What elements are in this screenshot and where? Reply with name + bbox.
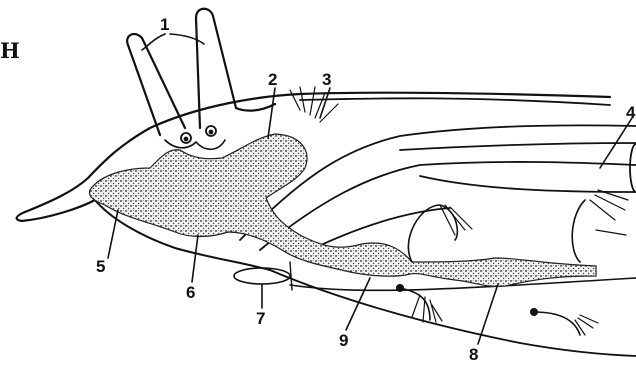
label-8: 8 — [469, 345, 478, 364]
body-outline — [17, 93, 636, 356]
label-9: 9 — [339, 331, 348, 350]
label-3: 3 — [322, 70, 331, 89]
nerve-mass — [90, 126, 596, 286]
label-4: 4 — [626, 103, 636, 122]
label-1: 1 — [160, 15, 169, 34]
label-6: 6 — [186, 283, 195, 302]
corner-letter: Н — [0, 38, 20, 63]
label-5: 5 — [96, 257, 105, 276]
label-7: 7 — [256, 309, 265, 328]
label-2: 2 — [268, 70, 277, 89]
